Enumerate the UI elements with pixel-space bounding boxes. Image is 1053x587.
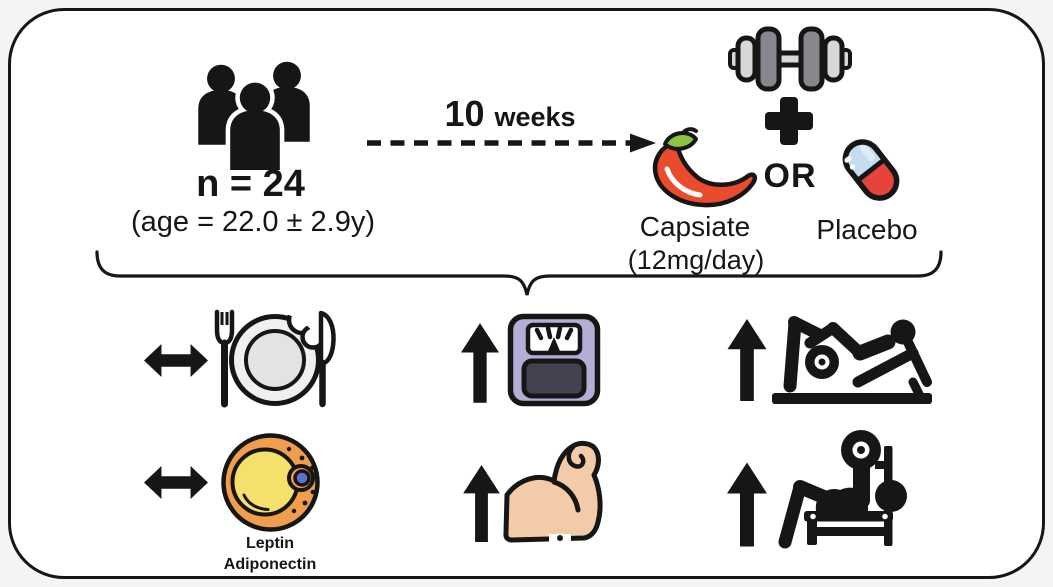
bicep-icon <box>503 440 603 544</box>
adipokine-adiponectin-label: Adiponectin <box>223 556 317 573</box>
no-change-arrow-icon <box>144 461 208 504</box>
increase-arrow-icon <box>461 321 499 405</box>
increase-arrow-icon <box>727 461 767 548</box>
bench-press-icon <box>778 430 907 549</box>
study-duration-label: 10 weeks <box>365 94 655 134</box>
capsiate-dose-label: (12mg/day) <box>627 245 765 275</box>
cohort-age-label: (age = 22.0 ± 2.9y) <box>130 206 376 238</box>
pill-icon <box>842 139 900 201</box>
or-label: OR <box>763 157 817 195</box>
cohort-n-label: n = 24 <box>196 163 305 205</box>
increase-arrow-icon <box>463 465 500 542</box>
people-group-icon <box>198 61 310 170</box>
dumbbell-icon <box>728 26 852 92</box>
meal-plate-icon <box>214 309 336 408</box>
timeline-dashed-arrow-icon <box>367 133 656 153</box>
duration-value: 10 <box>444 93 485 134</box>
body-weight-scale-icon <box>507 313 601 407</box>
plus-icon <box>765 97 813 145</box>
no-change-arrow-icon <box>144 339 208 382</box>
duration-unit: weeks <box>494 102 576 132</box>
increase-arrow-icon <box>727 319 767 401</box>
cohort-brace <box>95 250 943 296</box>
adipokine-leptin-label: Leptin <box>246 535 294 552</box>
chili-pepper-icon <box>652 127 758 208</box>
leg-press-icon <box>772 316 932 404</box>
placebo-label: Placebo <box>816 214 918 245</box>
capsiate-label: Capsiate <box>639 211 751 242</box>
fat-cell-icon <box>221 433 320 532</box>
